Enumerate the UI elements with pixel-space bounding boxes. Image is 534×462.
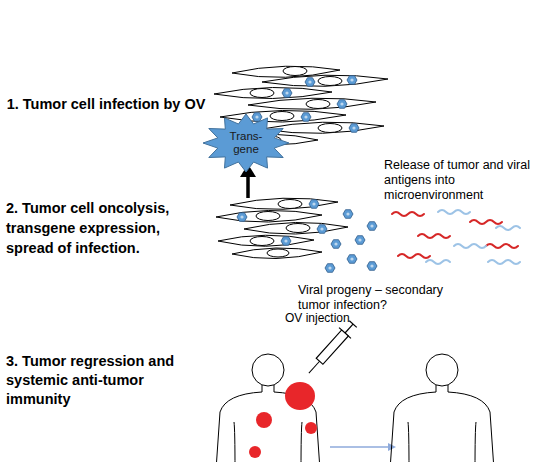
cell-nucleus: [318, 77, 342, 86]
step-heading: 3. Tumor regression and systemic anti-tu…: [6, 352, 201, 409]
arrow-shaft: [330, 446, 390, 448]
tumor-cell: [244, 222, 348, 234]
virus-particle: [347, 76, 357, 85]
viral-antigen: [426, 260, 450, 264]
arrow-shaft: [246, 176, 250, 198]
virus-particle: [331, 240, 341, 249]
tumor: [305, 422, 317, 434]
virus-particle: [281, 237, 291, 246]
head: [426, 354, 458, 386]
node-text: Trans- gene: [225, 130, 267, 156]
tumor-antigen: [470, 220, 502, 224]
virus-particle: [367, 222, 377, 231]
tumor: [256, 412, 272, 428]
virus-particle: [337, 100, 347, 109]
virus-particle: [343, 210, 353, 219]
cell-nucleus: [250, 89, 274, 98]
starburst-shape: [203, 114, 289, 172]
starburst-node: Trans- gene: [203, 114, 289, 172]
tumor: [249, 446, 261, 458]
virus-particle: [347, 255, 357, 264]
tumor-antigen: [398, 254, 430, 258]
cell-nucleus: [267, 249, 289, 257]
head: [252, 354, 284, 386]
tumor-cell: [248, 98, 376, 109]
viral-antigen: [488, 260, 520, 264]
annotation: OV injection: [285, 311, 375, 325]
virus-particle: [301, 113, 311, 122]
cell-nucleus: [286, 224, 310, 233]
syringe-needle: [309, 361, 320, 373]
step-heading: 1. Tumor cell infection by OV: [6, 94, 206, 114]
virus-particle: [349, 124, 359, 133]
patient-after: [390, 354, 494, 462]
cell-nucleus: [250, 237, 274, 246]
progress-arrow: [330, 443, 396, 451]
cell-nucleus: [270, 112, 294, 121]
tumors: [249, 382, 317, 458]
virus-particles: [252, 76, 359, 133]
virus-particle: [309, 200, 319, 209]
cell-nucleus: [283, 67, 307, 76]
virus-particle: [305, 78, 315, 87]
tumor-cell: [214, 87, 332, 98]
annotation: Release of tumor and viral antigens into…: [384, 158, 532, 203]
tumor-antigen: [392, 212, 424, 216]
virus-particle: [325, 264, 335, 273]
antigens: [392, 210, 520, 264]
syringe-plunger: [345, 324, 353, 333]
cell-nucleus: [256, 212, 280, 221]
virus-particles: [237, 200, 377, 273]
virus-particle: [252, 113, 262, 122]
syringe-thumb: [349, 321, 356, 328]
body-outline: [390, 385, 494, 462]
tumor-antigen: [486, 244, 518, 248]
tumor: [285, 382, 315, 410]
virus-particle: [355, 236, 365, 245]
virus-particle: [317, 225, 327, 234]
syringe: [303, 319, 359, 379]
virus-particle: [367, 262, 377, 271]
virus-particle: [237, 213, 247, 222]
cell-nucleus: [318, 124, 342, 133]
viral-antigen: [438, 210, 470, 214]
tumor-cell: [220, 110, 346, 122]
annotation: Viral progeny – secondary tumor infectio…: [298, 283, 478, 313]
tumor-cells: [216, 198, 348, 258]
patient-before: [216, 354, 320, 462]
step-heading: 2. Tumor cell oncolysis, transgene expre…: [6, 198, 211, 258]
viral-antigen: [454, 244, 486, 248]
syringe-barrel: [316, 330, 348, 364]
viral-antigen: [496, 226, 520, 230]
tumor-cell: [218, 235, 314, 246]
tumor-cell: [232, 248, 322, 259]
tumor-cell: [262, 75, 388, 86]
tumor-cell: [216, 210, 322, 222]
tumor-antigen: [418, 234, 450, 238]
virus-particle: [282, 89, 292, 98]
cell-nucleus: [278, 200, 302, 209]
tumor-cell: [230, 198, 338, 209]
cell-nucleus: [306, 100, 330, 109]
